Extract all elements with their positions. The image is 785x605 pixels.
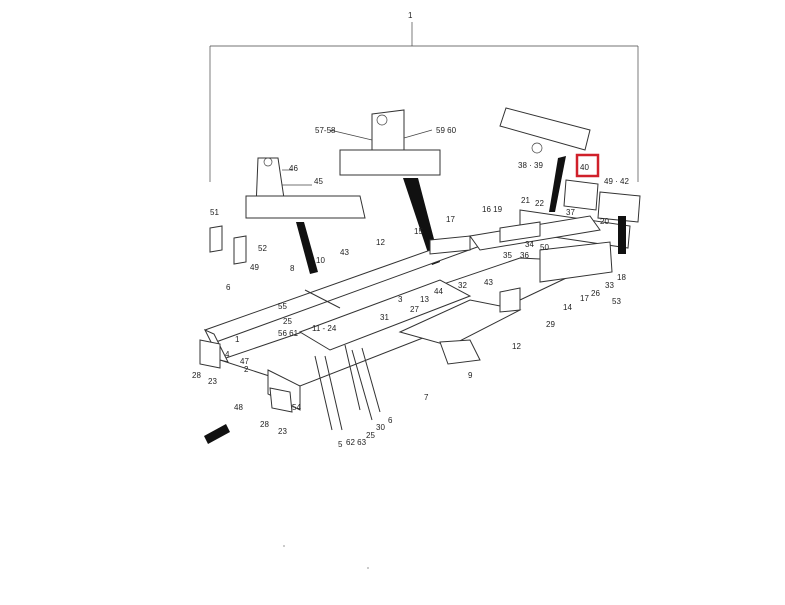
callout: 45: [314, 177, 323, 186]
callout: 62 63: [346, 438, 367, 447]
callout: 1: [235, 335, 240, 344]
callout: 23: [278, 427, 287, 436]
callout: 33: [605, 281, 614, 290]
callout: 15: [414, 227, 423, 236]
callout: 47: [240, 357, 249, 366]
callout: 51: [210, 208, 219, 217]
chassis-frame: [199, 215, 613, 431]
callout: 25: [283, 317, 292, 326]
callout: 46: [289, 164, 298, 173]
callout: 28: [260, 420, 269, 429]
callout: 14: [563, 303, 572, 312]
callout: 50: [540, 243, 549, 252]
callout: 12: [512, 342, 521, 351]
callout: 7: [424, 393, 429, 402]
callout: 35: [503, 251, 512, 260]
callout: 22: [535, 199, 544, 208]
callout: 57-58: [315, 126, 336, 135]
callout: 55: [278, 302, 287, 311]
callout: 16 19: [482, 205, 503, 214]
callout: 30: [376, 423, 385, 432]
highlight-box: [575, 153, 600, 178]
callout: 17: [446, 215, 455, 224]
callout: 28: [192, 371, 201, 380]
index-bracket: 1: [209, 11, 639, 182]
callout: 34: [525, 240, 534, 249]
callout: 21: [521, 196, 530, 205]
callout: 54: [292, 403, 301, 412]
callout: 43: [484, 278, 493, 287]
callout: 5: [338, 440, 343, 449]
callout-labels: 57-58 59 60 38 · 39 40 49 · 42 46 45 21 …: [192, 126, 629, 449]
callout-highlighted: 40: [580, 163, 589, 172]
callout: 25: [366, 431, 375, 440]
callout: 59 60: [436, 126, 457, 135]
callout: 3: [398, 295, 403, 304]
callout: 26: [591, 289, 600, 298]
callout: 49 · 42: [604, 177, 629, 186]
callout: 29: [546, 320, 555, 329]
callout: 4: [225, 350, 230, 359]
callout: 52: [258, 244, 267, 253]
callout: 36: [520, 251, 529, 260]
callout: 37: [566, 208, 575, 217]
body-mount-bracket-left: [245, 157, 366, 274]
callout: 13: [420, 295, 429, 304]
dot-mark: [367, 567, 369, 569]
index-label: 1: [408, 11, 413, 20]
callout: 53: [612, 297, 621, 306]
callout: 56 61: [278, 329, 299, 338]
callout: 17: [580, 294, 589, 303]
callout: 8: [290, 264, 295, 273]
callout: 27: [410, 305, 419, 314]
callout: 11 - 24: [312, 324, 337, 333]
callout: 31: [380, 313, 389, 322]
front-direction-arrow-icon: [204, 424, 230, 444]
callout: 9: [468, 371, 473, 380]
callout: 12: [376, 238, 385, 247]
body-mount-bracket-center: [329, 109, 441, 265]
callout: 43: [340, 248, 349, 257]
callout: 18: [617, 273, 626, 282]
callout: 6: [226, 283, 231, 292]
callout: 38 · 39: [518, 161, 543, 170]
callout: 6: [388, 416, 393, 425]
callout: 44: [434, 287, 443, 296]
callout: 2: [244, 365, 249, 374]
callout: 20: [600, 217, 609, 226]
callout: 48: [234, 403, 243, 412]
callout: 49: [250, 263, 259, 272]
dot-mark: [283, 545, 285, 547]
callout: 32: [458, 281, 467, 290]
callout: 10: [316, 256, 325, 265]
small-brackets: [209, 225, 247, 265]
callout: 23: [208, 377, 217, 386]
